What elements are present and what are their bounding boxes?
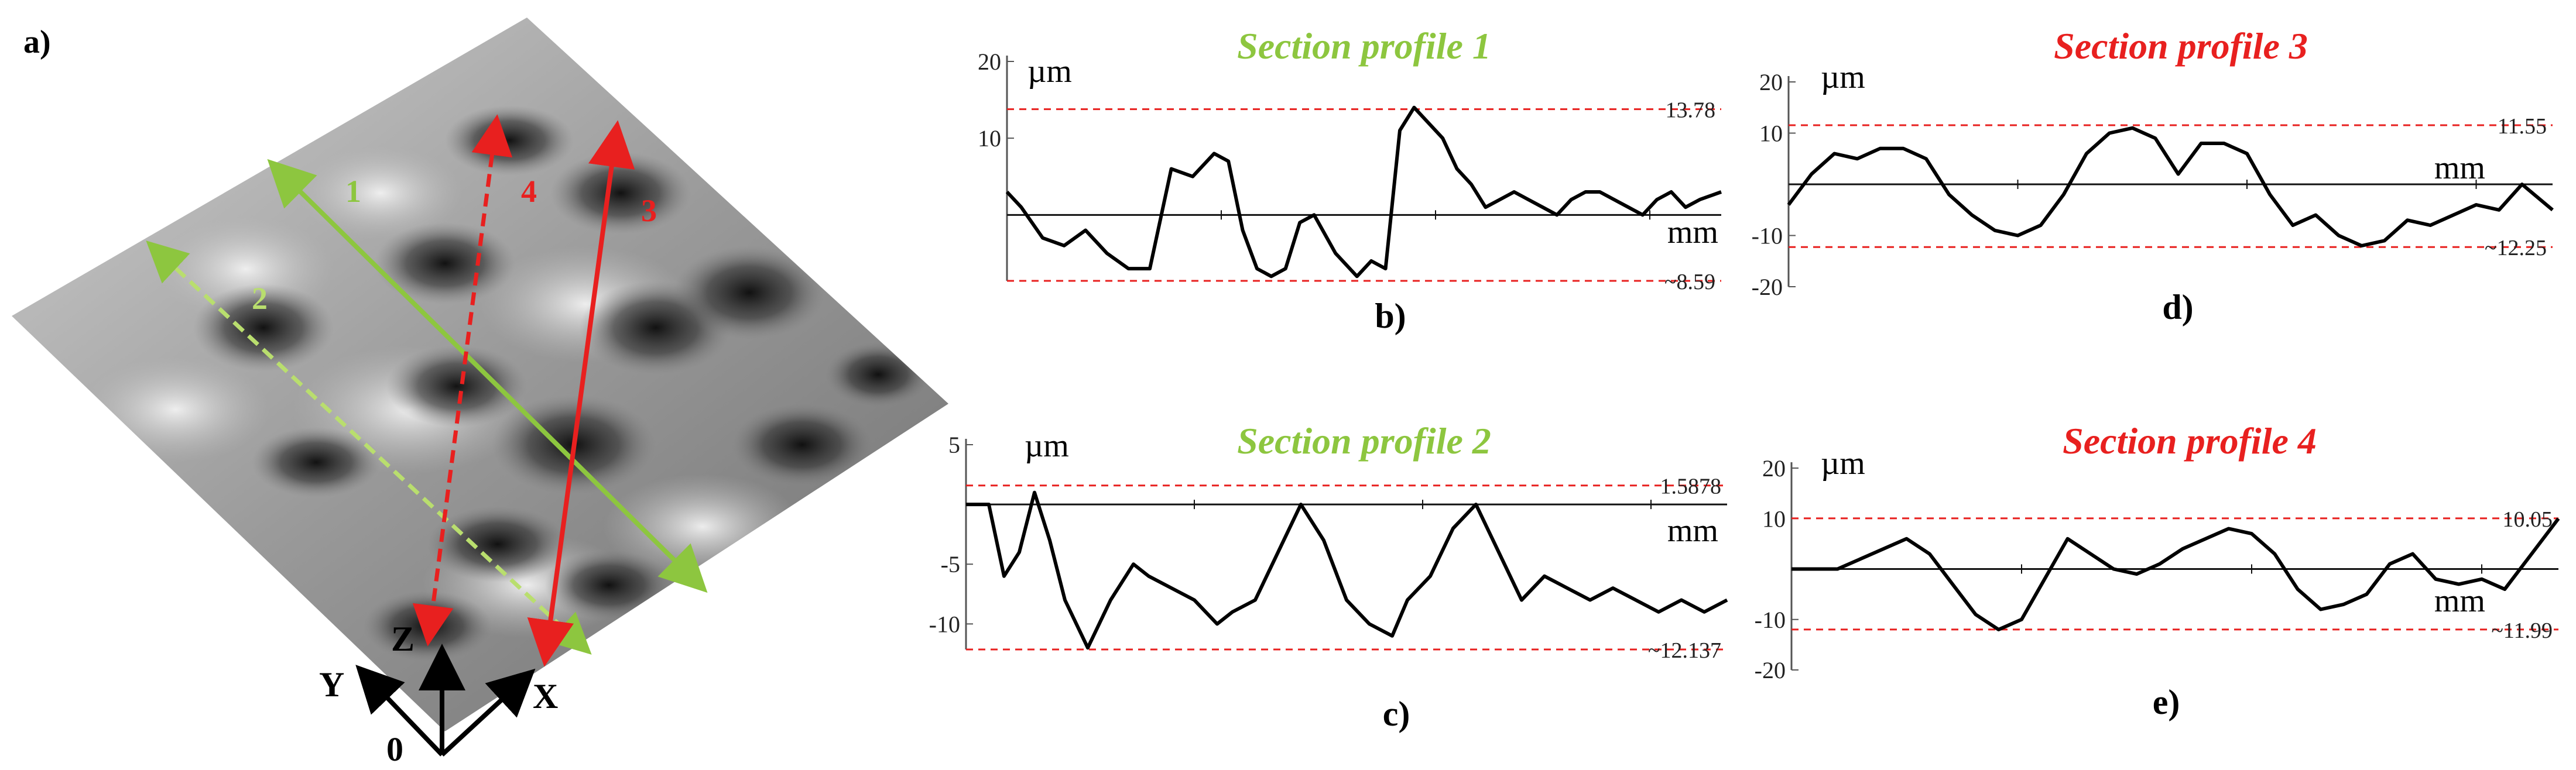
y-unit-label: µm xyxy=(1821,445,1865,482)
y-tick-label-0: 20 xyxy=(1759,69,1783,95)
y-tick-label-1: 20 xyxy=(978,49,1001,75)
y-unit-label: µm xyxy=(1027,53,1072,90)
profile-line-4 xyxy=(412,114,513,647)
panel-b-profile-1: Section profile 1 10 20 µm mm 13.78 ~8.59 b) xyxy=(978,25,1722,335)
y-tick-label-2: -10 xyxy=(1755,607,1786,633)
chart-title: Section profile 2 xyxy=(1237,420,1491,462)
panel-c-profile-2: Section profile 2 5 -5 -10 µm mm 1.5878 ~12.137… xyxy=(929,420,1728,733)
profile-series-line xyxy=(1005,105,1722,279)
y-tick-label-1: 10 xyxy=(1759,121,1783,147)
origin-label: 0 xyxy=(386,730,403,768)
y-tick-label-0: 10 xyxy=(978,125,1001,152)
panel-label: e) xyxy=(2153,683,2180,721)
x-unit-label: mm xyxy=(2434,150,2485,186)
x-unit-label: mm xyxy=(1667,513,1718,549)
profile-line-3-label: 3 xyxy=(641,193,657,228)
panel-label: b) xyxy=(1375,297,1406,335)
ref-max-label: 13.78 xyxy=(1666,98,1716,123)
y-tick-label-2: -10 xyxy=(929,611,960,637)
y-axis-arrow xyxy=(355,665,444,757)
profile-line-4-label: 4 xyxy=(521,174,537,209)
chart-title: Section profile 3 xyxy=(2054,25,2308,67)
coordinate-axes: Z Y X 0 xyxy=(319,620,558,768)
profile-series-line xyxy=(1791,517,2560,631)
profile-line-1-label: 1 xyxy=(345,174,361,209)
panel-a-label: a) xyxy=(23,24,51,60)
ref-min-label: ~8.59 xyxy=(1664,270,1715,294)
profile-line-2-label: 2 xyxy=(252,281,268,316)
profile-line-2 xyxy=(146,240,592,655)
chart-title: Section profile 1 xyxy=(1237,25,1491,67)
y-tick-label-0: 20 xyxy=(1762,455,1786,482)
ref-max-label: 1.5878 xyxy=(1660,475,1722,499)
ref-min-label: ~11.99 xyxy=(2491,618,2553,643)
panel-label: d) xyxy=(2162,288,2193,326)
ref-min-label: ~12.137 xyxy=(1648,638,1721,663)
y-tick-label-3: -20 xyxy=(1752,274,1783,300)
x-unit-label: mm xyxy=(1667,214,1718,250)
chart-title: Section profile 4 xyxy=(2063,420,2317,462)
x-axis-label: X xyxy=(533,677,558,716)
y-tick-label-0: 5 xyxy=(948,432,960,458)
panel-label: c) xyxy=(1383,695,1410,733)
z-axis-label: Z xyxy=(391,620,415,658)
y-tick-label-1: 10 xyxy=(1762,506,1786,532)
x-unit-label: mm xyxy=(2434,583,2485,619)
panel-a: a) xyxy=(12,18,948,768)
profile-series-line xyxy=(966,490,1728,650)
ref-max-label: 11.55 xyxy=(2498,114,2547,139)
y-tick-label-3: -20 xyxy=(1755,657,1786,683)
ref-min-label: ~12.25 xyxy=(2485,236,2547,260)
surface-3d xyxy=(12,18,948,731)
profile-line-3 xyxy=(527,120,635,667)
y-axis-label: Y xyxy=(319,665,344,704)
panel-d-profile-3: Section profile 3 20 10 -10 -20 µm mm 11.55 ~12.… xyxy=(1752,25,2554,326)
y-unit-label: µm xyxy=(1821,59,1865,95)
y-tick-label-2: -10 xyxy=(1752,223,1783,249)
panel-e-profile-4: Section profile 4 20 10 -10 -20 µm mm 10.05 ~11.… xyxy=(1755,420,2560,721)
ref-max-label: 10.05 xyxy=(2503,507,2553,532)
x-axis-arrow xyxy=(440,668,536,757)
profile-series-line xyxy=(1787,126,2554,248)
y-unit-label: µm xyxy=(1025,428,1069,464)
y-tick-label-1: -5 xyxy=(941,551,960,578)
